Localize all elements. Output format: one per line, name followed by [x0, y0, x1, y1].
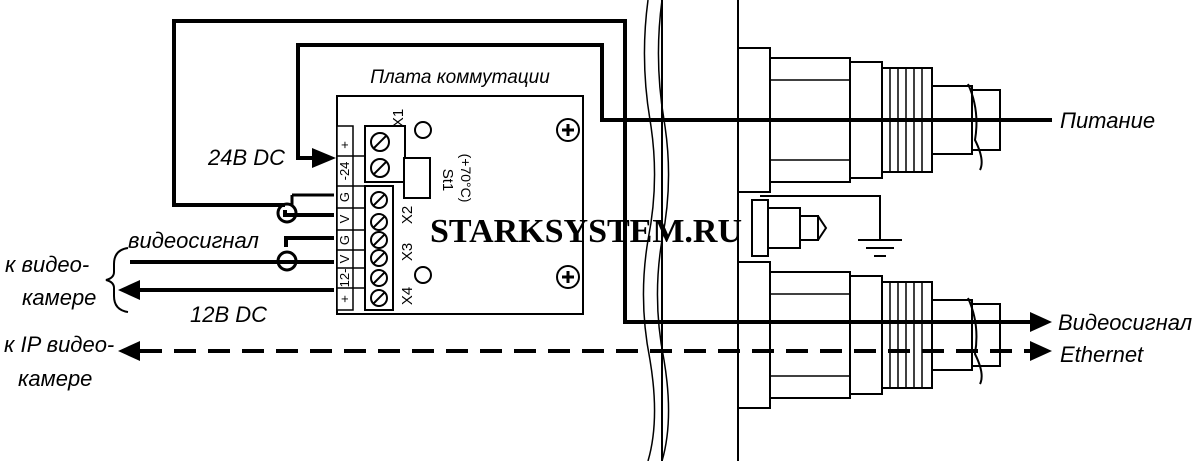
connector-x3: X3: [399, 243, 416, 261]
dc12-arrowhead: [118, 280, 140, 300]
to-camera-line1: к видео-: [5, 252, 89, 277]
terminal-v1: V: [337, 214, 352, 223]
video-wire: [172, 19, 1030, 324]
terminal-links: [290, 193, 334, 205]
to-ip-camera-line2: камере: [18, 366, 92, 391]
screw-bottom: [556, 265, 580, 289]
screw-top: [556, 118, 580, 142]
ethernet-arrowhead-left: [118, 341, 140, 361]
wire-coils: [276, 202, 298, 272]
connector-x4: X4: [399, 287, 416, 305]
power-wire-arrowhead: [312, 148, 336, 168]
power-label: Питание: [1060, 108, 1155, 133]
ground-symbol: [858, 239, 902, 257]
switching-board: [336, 95, 584, 315]
terminal-g2: G: [337, 235, 352, 245]
terminal-minus12: 12-: [337, 269, 352, 288]
terminal-plus2: +: [337, 295, 352, 303]
camera-brace: [105, 247, 129, 313]
thermostat-label: St1: [439, 169, 456, 192]
ethernet-label: Ethernet: [1060, 342, 1144, 367]
ground-bolt: [751, 195, 881, 257]
to-ip-camera-line1: к IP видео-: [4, 332, 114, 357]
terminal-g1: G: [337, 192, 352, 202]
thermostat-temp: (+70°C): [458, 154, 474, 203]
terminal-minus24: -24: [337, 162, 352, 181]
watermark: STARKSYSTEM.RU: [430, 213, 742, 250]
terminal-plus: +: [337, 141, 352, 149]
video-wire-arrowhead-right: [1030, 312, 1052, 332]
to-camera-line2: камере: [22, 285, 96, 310]
connector-x1: X1: [390, 109, 407, 127]
terminal-v2: V: [337, 254, 352, 263]
connector-x2: X2: [399, 206, 416, 224]
voltage-24-label: 24В DC: [207, 145, 285, 170]
power-wire: [296, 43, 1052, 160]
voltage-12-label: 12В DC: [190, 302, 267, 327]
camera-video-wire: [130, 236, 334, 264]
cable-gland-lower: [737, 261, 1001, 409]
video-signal-right-label: Видеосигнал: [1058, 310, 1192, 335]
board-title: Плата коммутации: [370, 67, 550, 88]
video-signal-left-label: видеосигнал: [128, 228, 259, 253]
ethernet-arrowhead-right: [1030, 341, 1052, 361]
